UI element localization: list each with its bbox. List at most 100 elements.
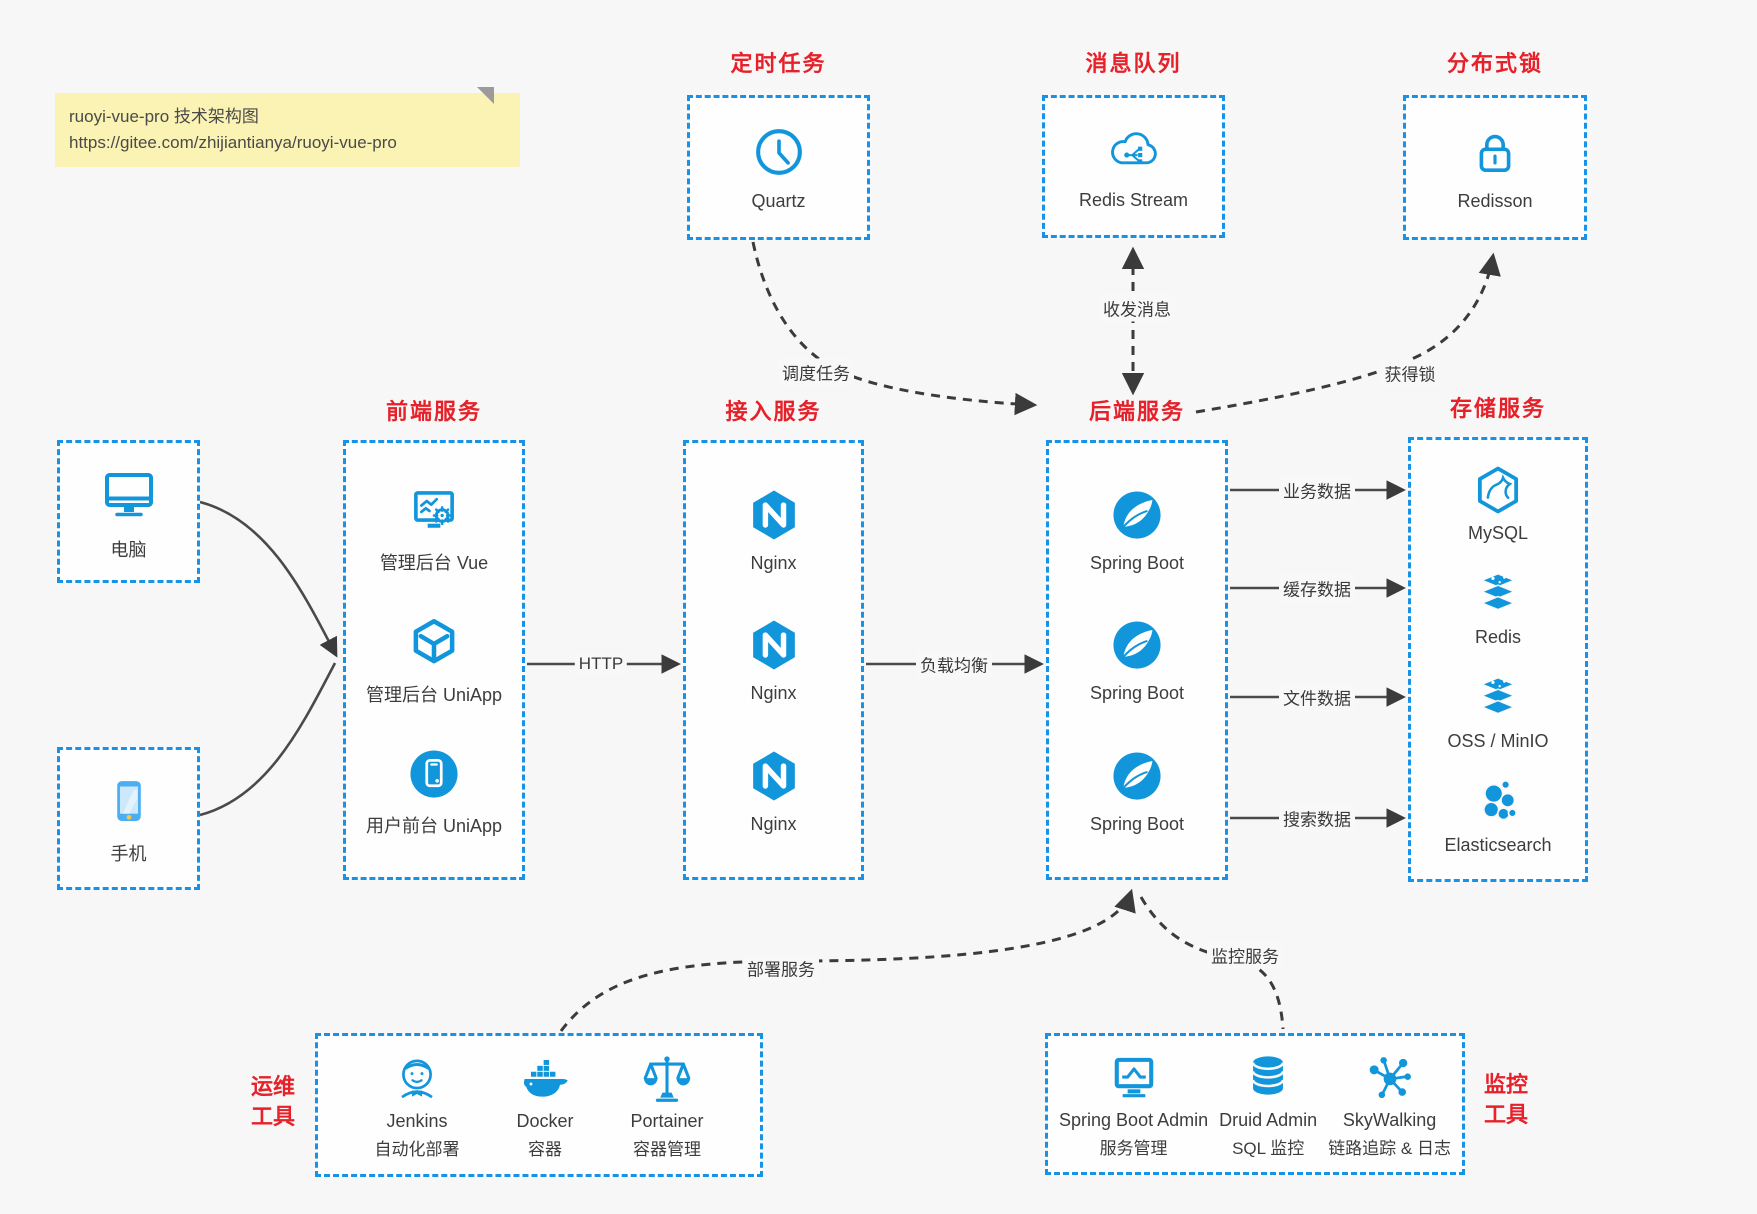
node-label: OSS / MinIO bbox=[1447, 731, 1549, 751]
node-nginx-3: Nginx bbox=[745, 747, 803, 835]
admin-vue-icon bbox=[405, 482, 463, 540]
node-label: Spring Boot bbox=[1089, 813, 1185, 834]
group-ops-tools: Jenkins 自动化部署 Docker 容器 Portainer 容器管理 bbox=[315, 1033, 763, 1177]
node-admin-uniapp: 管理后台 UniApp bbox=[366, 614, 502, 707]
node-label: Redis Stream bbox=[1078, 190, 1189, 210]
node-label: Elasticsearch bbox=[1444, 835, 1552, 855]
edge-client-phone bbox=[199, 662, 337, 817]
node-label: Jenkins bbox=[386, 1111, 448, 1131]
edge-schedule-arrow bbox=[751, 241, 1038, 416]
edge-lock-arrow bbox=[1195, 252, 1501, 414]
spring-boot-admin-icon bbox=[1105, 1049, 1163, 1107]
node-spring-boot-admin: Spring Boot Admin 服务管理 bbox=[1059, 1049, 1208, 1159]
node-sublabel: 服务管理 bbox=[1099, 1139, 1168, 1158]
user-app-icon bbox=[405, 745, 463, 803]
skywalking-icon bbox=[1361, 1049, 1419, 1107]
note-fold-corner bbox=[477, 87, 494, 104]
monitor-title-line2: 工具 bbox=[1483, 1101, 1528, 1127]
node-label: Spring Boot Admin bbox=[1059, 1110, 1209, 1130]
group-title-message-queue: 消息队列 bbox=[1085, 51, 1182, 76]
group-frontend-services: 管理后台 Vue 管理后台 UniApp 用户前台 UniApp bbox=[343, 440, 525, 880]
edge-label-cache-data: 缓存数据 bbox=[1279, 574, 1355, 602]
node-redis: Redis bbox=[1471, 567, 1525, 648]
node-sublabel: 容器管理 bbox=[632, 1140, 701, 1159]
edge-label-monitor: 监控服务 bbox=[1207, 941, 1283, 969]
group-monitor-tools: Spring Boot Admin 服务管理 Druid Admin SQL 监… bbox=[1045, 1033, 1465, 1175]
node-sublabel: SQL 监控 bbox=[1232, 1139, 1305, 1158]
cloud-mq-icon bbox=[1105, 122, 1163, 180]
note-title: ruoyi-vue-pro 技术架构图 bbox=[69, 107, 259, 126]
edge-deploy-arrow bbox=[559, 888, 1136, 1032]
node-label: Nginx bbox=[750, 683, 797, 703]
edge-label-message: 收发消息 bbox=[1099, 294, 1175, 322]
desktop-icon bbox=[97, 462, 161, 526]
edge-label-deploy: 部署服务 bbox=[743, 954, 819, 982]
node-spring-boot-1: Spring Boot bbox=[1090, 486, 1184, 574]
node-admin-vue: 管理后台 Vue bbox=[380, 482, 488, 575]
ops-title-line1: 运维 bbox=[250, 1074, 295, 1099]
node-portainer: Portainer 容器管理 bbox=[630, 1050, 704, 1160]
node-docker: Docker 容器 bbox=[516, 1050, 574, 1160]
node-mysql: MySQL bbox=[1468, 463, 1528, 544]
node-label: 用户前台 UniApp bbox=[365, 816, 503, 837]
node-label: Portainer bbox=[630, 1111, 704, 1131]
node-label: Spring Boot bbox=[1089, 683, 1185, 703]
druid-database-icon bbox=[1239, 1049, 1297, 1107]
node-label: Nginx bbox=[750, 813, 797, 834]
portainer-icon bbox=[638, 1050, 696, 1108]
node-label: Redisson bbox=[1457, 191, 1533, 211]
node-sublabel: 链路追踪 & 日志 bbox=[1328, 1139, 1451, 1158]
node-label: 手机 bbox=[110, 843, 147, 864]
group-title-distributed-lock: 分布式锁 bbox=[1446, 51, 1543, 76]
node-user-uniapp: 用户前台 UniApp bbox=[366, 745, 502, 838]
spring-icon bbox=[1108, 616, 1166, 674]
uniapp-cube-icon bbox=[405, 614, 463, 672]
group-title-scheduled-tasks: 定时任务 bbox=[730, 51, 827, 76]
monitor-title-line1: 监控 bbox=[1483, 1072, 1528, 1097]
group-title-ops-tools: 运维 工具 bbox=[240, 1072, 306, 1131]
docker-icon bbox=[516, 1050, 574, 1108]
node-label: 管理后台 Vue bbox=[379, 552, 489, 573]
title-note: ruoyi-vue-pro 技术架构图 https://gitee.com/zh… bbox=[55, 87, 520, 167]
node-label: Nginx bbox=[750, 552, 797, 573]
node-sublabel: 容器 bbox=[527, 1140, 562, 1159]
edge-label-search-data: 搜索数据 bbox=[1279, 804, 1355, 832]
group-backend-services: Spring Boot Spring Boot Spring Boot bbox=[1046, 440, 1228, 880]
edge-label-lock: 获得锁 bbox=[1380, 359, 1440, 387]
node-jenkins: Jenkins 自动化部署 bbox=[374, 1050, 459, 1160]
group-title-backend: 后端服务 bbox=[1088, 399, 1185, 424]
node-redis-stream: Redis Stream bbox=[1042, 95, 1225, 238]
phone-icon bbox=[100, 772, 158, 830]
node-spring-boot-3: Spring Boot bbox=[1090, 747, 1184, 835]
node-mobile-client: 手机 bbox=[57, 747, 200, 890]
spring-icon bbox=[1108, 747, 1166, 805]
group-title-storage: 存储服务 bbox=[1449, 396, 1546, 421]
mysql-icon bbox=[1471, 463, 1525, 517]
node-label: Quartz bbox=[751, 191, 806, 211]
jenkins-icon bbox=[388, 1050, 446, 1108]
group-storage-services: MySQL Redis OSS / MinIO Elasticsearch bbox=[1408, 437, 1588, 882]
group-title-access: 接入服务 bbox=[725, 399, 822, 424]
edge-label-load-balance: 负载均衡 bbox=[916, 650, 992, 678]
node-sublabel: 自动化部署 bbox=[374, 1140, 460, 1159]
node-nginx-2: Nginx bbox=[745, 616, 803, 704]
elasticsearch-icon bbox=[1471, 775, 1525, 829]
node-label: SkyWalking bbox=[1342, 1110, 1437, 1130]
node-elasticsearch: Elasticsearch bbox=[1444, 775, 1552, 856]
node-druid-admin: Druid Admin SQL 监控 bbox=[1219, 1049, 1317, 1159]
node-quartz: Quartz bbox=[687, 95, 870, 240]
redis-icon bbox=[1471, 567, 1525, 621]
nginx-icon bbox=[745, 616, 803, 674]
group-access-services: Nginx Nginx Nginx bbox=[683, 440, 864, 880]
nginx-icon bbox=[745, 486, 803, 544]
ops-title-line2: 工具 bbox=[250, 1103, 295, 1129]
node-label: Redis bbox=[1474, 627, 1522, 647]
edge-label-schedule: 调度任务 bbox=[778, 358, 854, 386]
node-label: 电脑 bbox=[110, 539, 147, 560]
edge-label-business-data: 业务数据 bbox=[1279, 476, 1355, 504]
node-spring-boot-2: Spring Boot bbox=[1090, 616, 1184, 704]
nginx-icon bbox=[745, 747, 803, 805]
node-label: Spring Boot bbox=[1089, 552, 1185, 573]
spring-icon bbox=[1108, 486, 1166, 544]
node-label: MySQL bbox=[1467, 523, 1528, 543]
